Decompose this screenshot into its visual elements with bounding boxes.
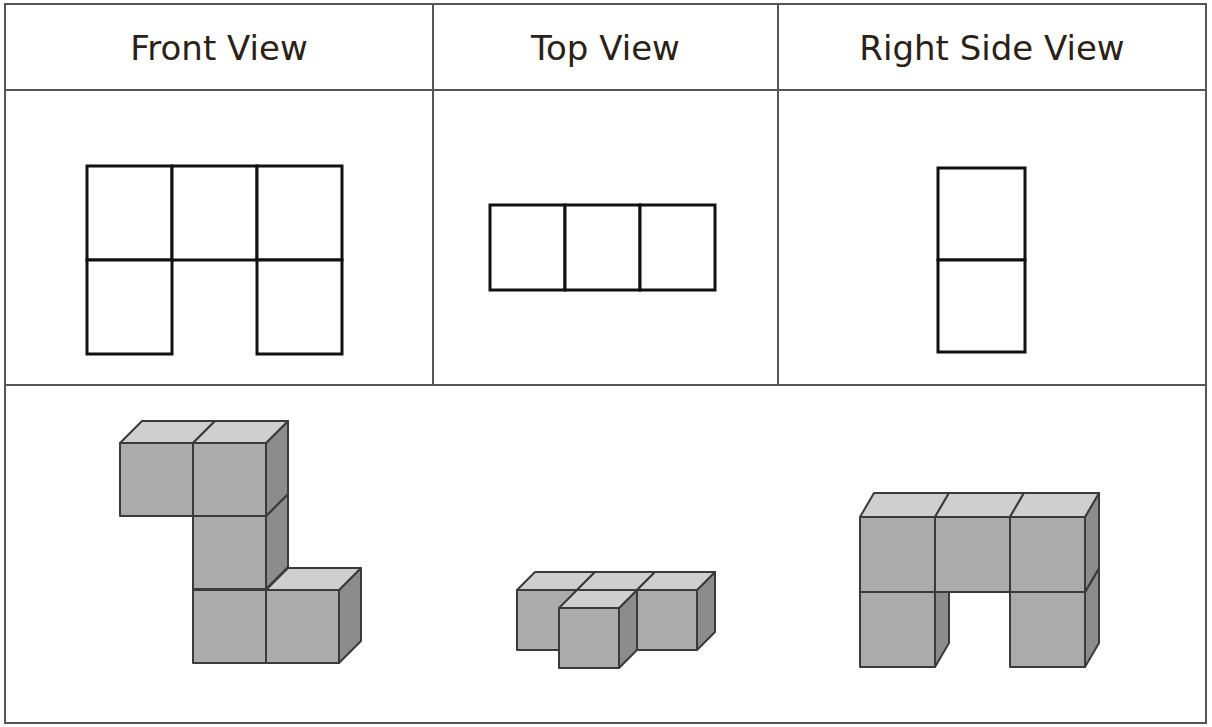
cube-face	[193, 516, 266, 589]
cube-face	[860, 592, 935, 667]
cube-face	[193, 443, 266, 516]
unit-cube	[193, 421, 288, 516]
cube-face	[860, 517, 935, 592]
column-header: Right Side View	[859, 28, 1124, 68]
cube-face	[935, 517, 1010, 592]
cube-face	[559, 608, 619, 668]
cube-models	[120, 421, 1099, 668]
cube-face	[1010, 493, 1099, 517]
column-header: Top View	[531, 28, 680, 68]
cube-face	[1010, 517, 1085, 592]
column-header-cell: Top View	[433, 6, 778, 90]
cube-face	[266, 590, 339, 663]
cube-face	[860, 493, 949, 517]
top-view-grid	[490, 205, 715, 290]
cube-face	[120, 443, 193, 516]
unit-cube	[559, 590, 637, 668]
column-header: Front View	[130, 28, 308, 68]
front-view-grid	[87, 166, 342, 354]
unit-cube	[266, 568, 361, 663]
cube-face	[193, 421, 288, 443]
unit-cube	[1010, 493, 1099, 592]
side-view-grid	[938, 168, 1025, 352]
column-header-cell: Right Side View	[778, 6, 1206, 90]
cube-face	[1010, 592, 1085, 667]
cube-face	[559, 590, 637, 608]
unit-cube	[637, 572, 715, 650]
cube-face	[637, 590, 697, 650]
cube-face	[637, 572, 715, 590]
table-grid	[5, 4, 1206, 723]
cube-face	[935, 493, 1024, 517]
cube-face	[193, 590, 266, 663]
column-header-cell: Front View	[5, 6, 433, 90]
